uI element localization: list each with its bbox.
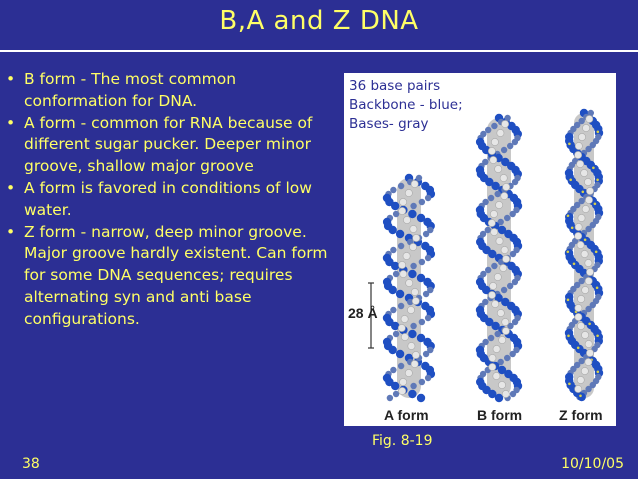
bullet-marker: • [6, 222, 16, 241]
z-form-label: Z form [559, 407, 603, 423]
figure-note-line: 36 base pairs [349, 78, 441, 94]
bullet-text: A form is favored in conditions of low w… [24, 178, 312, 219]
dna-forms-figure: 36 base pairs Backbone - blue; Bases- gr… [344, 73, 616, 426]
bullet-item: • A form is favored in conditions of low… [6, 178, 336, 222]
bullet-text: B form - The most common conformation fo… [24, 70, 237, 110]
z-form-helix [564, 108, 604, 402]
figure-note-line: Bases- gray [349, 116, 429, 132]
helix-illustrations [368, 108, 604, 403]
slide-title: B,A and Z DNA [219, 6, 419, 36]
figure-note: 36 base pairs Backbone - blue; Bases- gr… [349, 77, 463, 134]
figure-caption: Fig. 8-19 [372, 433, 433, 449]
bullet-text: A form - common for RNA because of diffe… [24, 113, 313, 176]
scale-label: 28 Å [348, 305, 378, 321]
a-form-helix [382, 173, 436, 403]
bullet-item: • B form - The most common conformation … [6, 69, 336, 113]
bullet-text: Z form - narrow, deep minor groove. Majo… [24, 222, 328, 328]
slide-date: 10/10/05 [561, 456, 624, 472]
a-form-label: A form [384, 407, 429, 423]
bullet-item: • A form - common for RNA because of dif… [6, 113, 336, 178]
b-form-label: B form [477, 407, 523, 423]
bullet-marker: • [6, 178, 16, 197]
title-divider [0, 50, 638, 52]
bullet-marker: • [6, 113, 16, 132]
bullet-marker: • [6, 70, 16, 88]
figure-note-line: Backbone - blue; [349, 97, 463, 113]
bullet-item: • Z form - narrow, deep minor groove. Ma… [6, 222, 336, 331]
slide-number: 38 [22, 456, 40, 472]
bullet-list: • B form - The most common conformation … [6, 69, 336, 331]
b-form-helix [475, 113, 523, 403]
